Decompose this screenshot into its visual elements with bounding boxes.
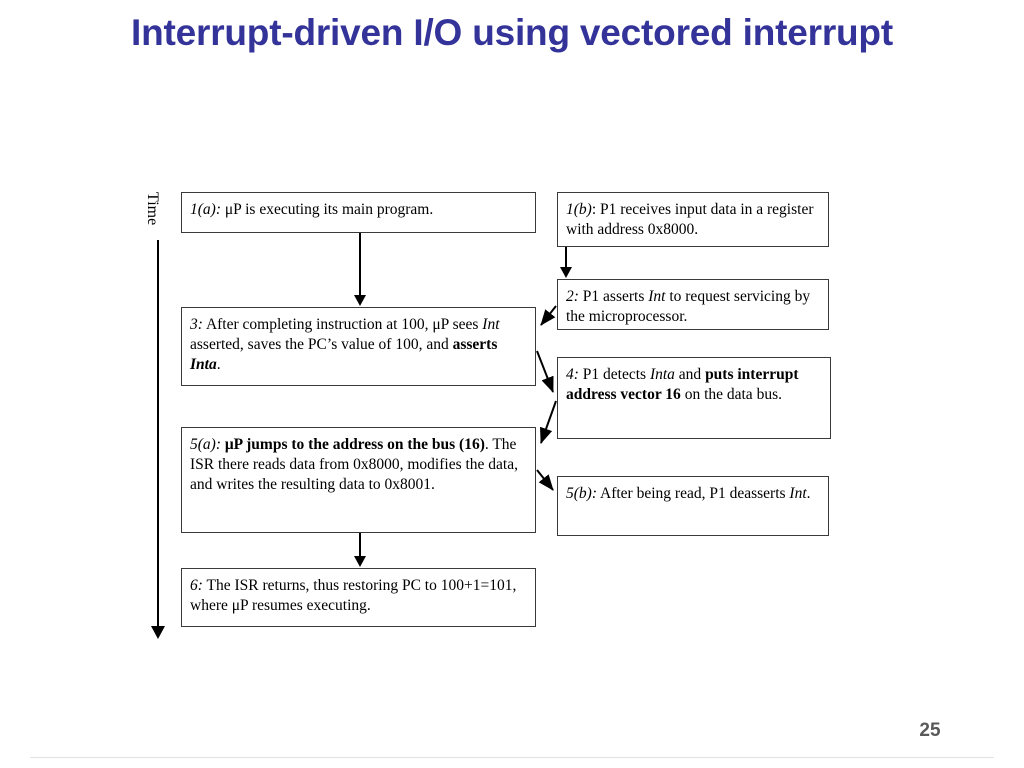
page-number: 25 xyxy=(919,720,941,741)
time-axis-arrowhead-icon xyxy=(151,626,165,639)
connector-2-to-3 xyxy=(540,305,557,326)
connector-3-to-4 xyxy=(536,350,554,393)
step-box-2: 2: P1 asserts Int to request servicing b… xyxy=(557,279,829,330)
page-title: Interrupt-driven I/O using vectored inte… xyxy=(131,12,893,53)
time-axis-line xyxy=(157,240,159,630)
connector-1a-to-3-arrowhead-icon xyxy=(354,295,366,306)
step-box-1a: 1(a): μP is executing its main program. xyxy=(181,192,536,233)
connector-1b-to-2-arrowhead-icon xyxy=(560,267,572,278)
footer-divider xyxy=(30,757,994,758)
step-box-5a: 5(a): μP jumps to the address on the bus… xyxy=(181,427,536,533)
connector-5a-to-6-line xyxy=(359,533,361,558)
step-box-5b: 5(b): After being read, P1 deasserts Int… xyxy=(557,476,829,536)
connector-5a-to-6-arrowhead-icon xyxy=(354,556,366,567)
connector-1b-to-2-line xyxy=(565,247,567,269)
connector-1a-to-3-line xyxy=(359,233,361,297)
connector-4-to-5a xyxy=(540,400,557,444)
step-box-1b: 1(b): P1 receives input data in a regist… xyxy=(557,192,829,247)
step-box-6: 6: The ISR returns, thus restoring PC to… xyxy=(181,568,536,627)
connector-5a-to-5b xyxy=(536,469,554,491)
step-box-4: 4: P1 detects Inta and puts interrupt ad… xyxy=(557,357,831,439)
step-box-3: 3: After completing instruction at 100, … xyxy=(181,307,536,386)
